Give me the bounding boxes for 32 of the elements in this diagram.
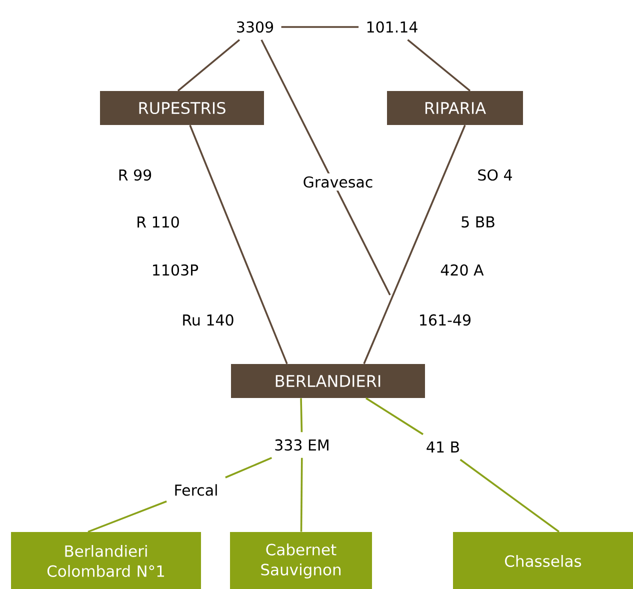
connector-line [281, 26, 359, 28]
connector-line [366, 397, 424, 436]
connector-line [88, 500, 167, 533]
connector-line [460, 458, 560, 533]
cultivar-box: Berlandieri Colombard N°1 [11, 532, 201, 589]
species-box: RIPARIA [387, 91, 523, 125]
variety-label: R 110 [138, 216, 179, 228]
variety-label: Ru 140 [183, 314, 234, 326]
variety-label: R 99 [119, 169, 152, 181]
cultivar-box: Chasselas [453, 532, 633, 589]
species-box: BERLANDIERI [231, 364, 425, 398]
cultivar-box: Cabernet Sauvignon [230, 532, 372, 589]
variety-label: Fercal [175, 484, 217, 496]
edge-label: Gravesac [300, 173, 376, 191]
connector-line [363, 124, 466, 364]
variety-label: 420 A [440, 264, 484, 276]
connector-line [407, 39, 471, 92]
connector-line [189, 124, 288, 364]
variety-label: SO 4 [478, 169, 512, 181]
species-box: RUPESTRIS [100, 91, 264, 125]
variety-label: 161-49 [420, 314, 470, 326]
variety-label: 5 BB [462, 216, 494, 228]
connector-line [225, 457, 272, 478]
connector-line [300, 398, 303, 432]
variety-label: 41 B [426, 442, 459, 452]
variety-label: 3309 [237, 21, 274, 33]
variety-label: 333 EM [275, 439, 328, 451]
connector-line [260, 39, 391, 296]
variety-label: 1103P [153, 264, 198, 276]
variety-label: 101.14 [367, 21, 418, 33]
connector-line [177, 39, 240, 92]
connector-line [300, 458, 303, 532]
